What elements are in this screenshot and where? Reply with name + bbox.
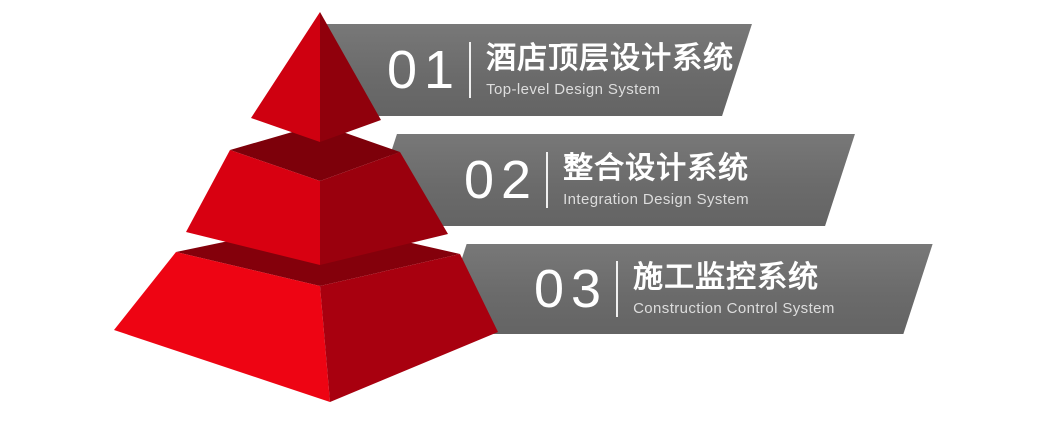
banner-titles: 整合设计系统 Integration Design System [563, 152, 749, 208]
pyramid-tier3-left-face [114, 252, 330, 402]
banner-subtitle-en: Top-level Design System [486, 80, 661, 98]
banner-titles: 酒店顶层设计系统 Top-level Design System [486, 42, 734, 98]
banner-title-zh: 酒店顶层设计系统 [486, 42, 735, 76]
banner-number: 03 [534, 259, 609, 319]
banner-subtitle-en: Integration Design System [563, 190, 749, 208]
banner-title-zh: 施工监控系统 [633, 261, 820, 295]
banner-divider-line [616, 261, 619, 317]
banner-titles: 施工监控系统 Construction Control System [633, 261, 835, 317]
pyramid-tier1-left-face [251, 12, 320, 142]
banner-content: 03 施工监控系统 Construction Control System [452, 244, 918, 334]
banner-subtitle-en: Construction Control System [633, 299, 835, 317]
banner-item-1: 01 酒店顶层设计系统 Top-level Design System [290, 24, 752, 116]
banner-title-zh: 整合设计系统 [563, 152, 750, 186]
pyramid-tier3-right-face [320, 254, 498, 402]
banner-number: 01 [387, 40, 462, 100]
pyramid-tier2-top-face [230, 124, 400, 181]
banner-item-2: 02 整合设计系统 Integration Design System [367, 134, 855, 226]
banner-content: 01 酒店顶层设计系统 Top-level Design System [305, 24, 737, 116]
banner-number: 02 [464, 150, 539, 210]
banner-item-3: 03 施工监控系统 Construction Control System [437, 244, 933, 334]
pyramid-tier1-right-face [320, 12, 381, 142]
pyramid-tier2-right-face [320, 152, 448, 265]
banner-divider-line [546, 152, 549, 208]
banner-content: 02 整合设计系统 Integration Design System [382, 134, 840, 226]
pyramid-graphic [114, 12, 498, 402]
pyramid-tier2-left-face [186, 150, 320, 265]
banner-divider-line [469, 42, 472, 98]
